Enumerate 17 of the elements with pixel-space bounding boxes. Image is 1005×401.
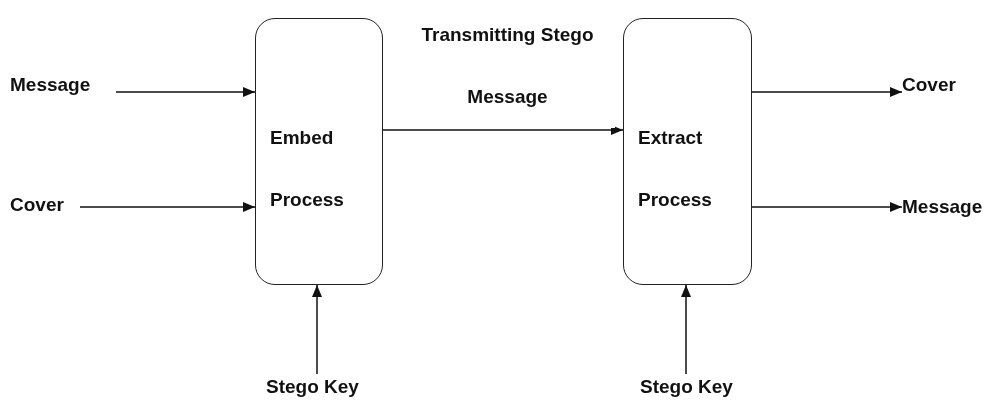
- node-label: Message: [902, 194, 1002, 220]
- node-label: Stego Key: [266, 374, 382, 400]
- arrow: [751, 87, 903, 97]
- arrow: [115, 87, 256, 97]
- process-box: [255, 18, 383, 285]
- node-label: Stego Key: [640, 374, 756, 400]
- arrow: [681, 284, 691, 375]
- node-label: Cover: [10, 192, 80, 218]
- arrow: [312, 284, 322, 375]
- arrow: [382, 125, 624, 135]
- arrow: [79, 202, 256, 212]
- process-label: Extract Process: [638, 126, 713, 212]
- node-label: Message: [10, 72, 116, 98]
- process-label: Embed Process: [270, 126, 345, 212]
- node-label: Cover: [902, 72, 982, 98]
- arrow: [751, 202, 903, 212]
- process-box: [623, 18, 752, 285]
